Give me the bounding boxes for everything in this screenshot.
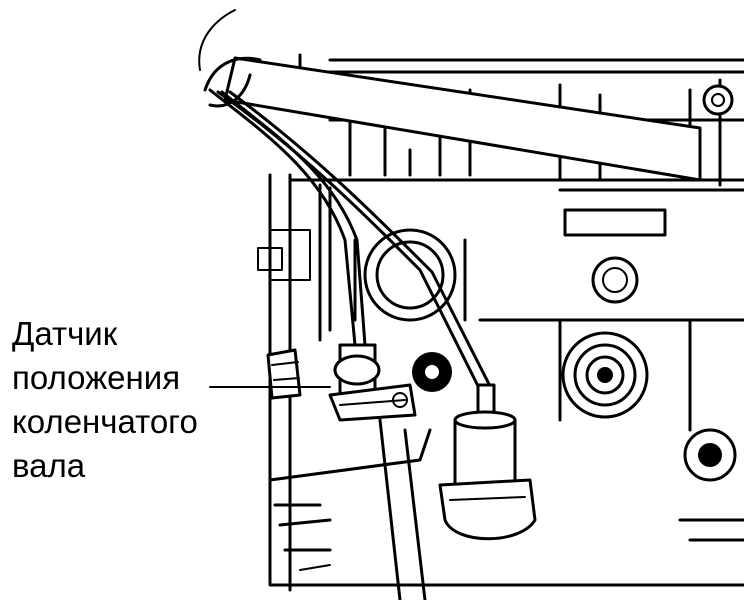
crankshaft-position-sensor — [328, 343, 417, 422]
bracket-strap — [198, 9, 734, 182]
callout-label-line-2: положения — [12, 359, 181, 396]
block-details — [478, 188, 744, 542]
camshaft-sensor-connector — [438, 383, 537, 541]
sensor-wiring — [208, 88, 494, 392]
callout-label-line-3: коленчатого — [12, 403, 198, 440]
callout-label-line-4: вала — [12, 447, 86, 484]
callout-label: Датчик положения коленчатого вала — [12, 312, 198, 488]
washer — [412, 352, 452, 392]
mount-bolt — [266, 348, 302, 400]
callout-label-line-1: Датчик — [12, 315, 118, 352]
engine-block — [257, 173, 744, 600]
pulley-nut — [561, 331, 649, 419]
